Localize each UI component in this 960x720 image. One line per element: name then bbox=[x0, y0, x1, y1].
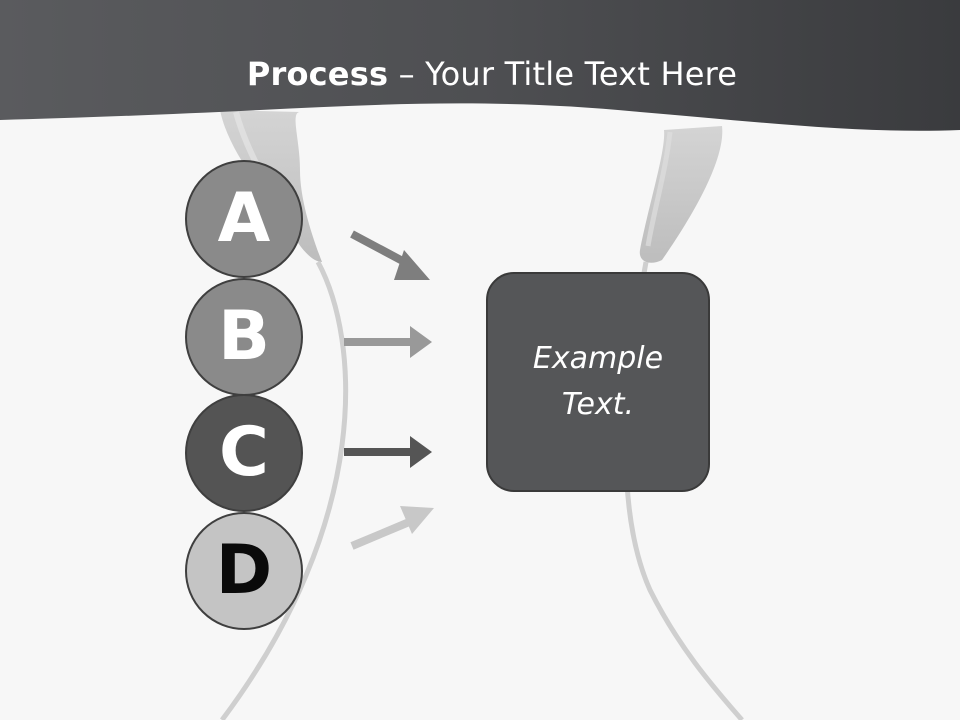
step-b-circle: B bbox=[185, 278, 303, 396]
title-bold: Process bbox=[246, 55, 389, 93]
step-a-circle: A bbox=[185, 160, 303, 278]
arrow-a bbox=[350, 230, 430, 280]
step-b-letter: B bbox=[218, 297, 270, 376]
example-text: Example Text. bbox=[532, 341, 664, 422]
example-text-box: Example Text. bbox=[486, 272, 710, 492]
step-c-letter: C bbox=[219, 413, 269, 492]
arrow-b bbox=[344, 326, 432, 358]
slide-title: Process – Your Title Text Here bbox=[0, 52, 960, 96]
title-rest: – Your Title Text Here bbox=[388, 55, 738, 93]
step-a-letter: A bbox=[217, 179, 271, 258]
arrow-d bbox=[350, 506, 434, 550]
step-d-circle: D bbox=[185, 512, 303, 630]
step-c-circle: C bbox=[185, 394, 303, 512]
header-band bbox=[0, 0, 960, 131]
arrow-c bbox=[344, 436, 432, 468]
step-d-letter: D bbox=[215, 531, 273, 610]
